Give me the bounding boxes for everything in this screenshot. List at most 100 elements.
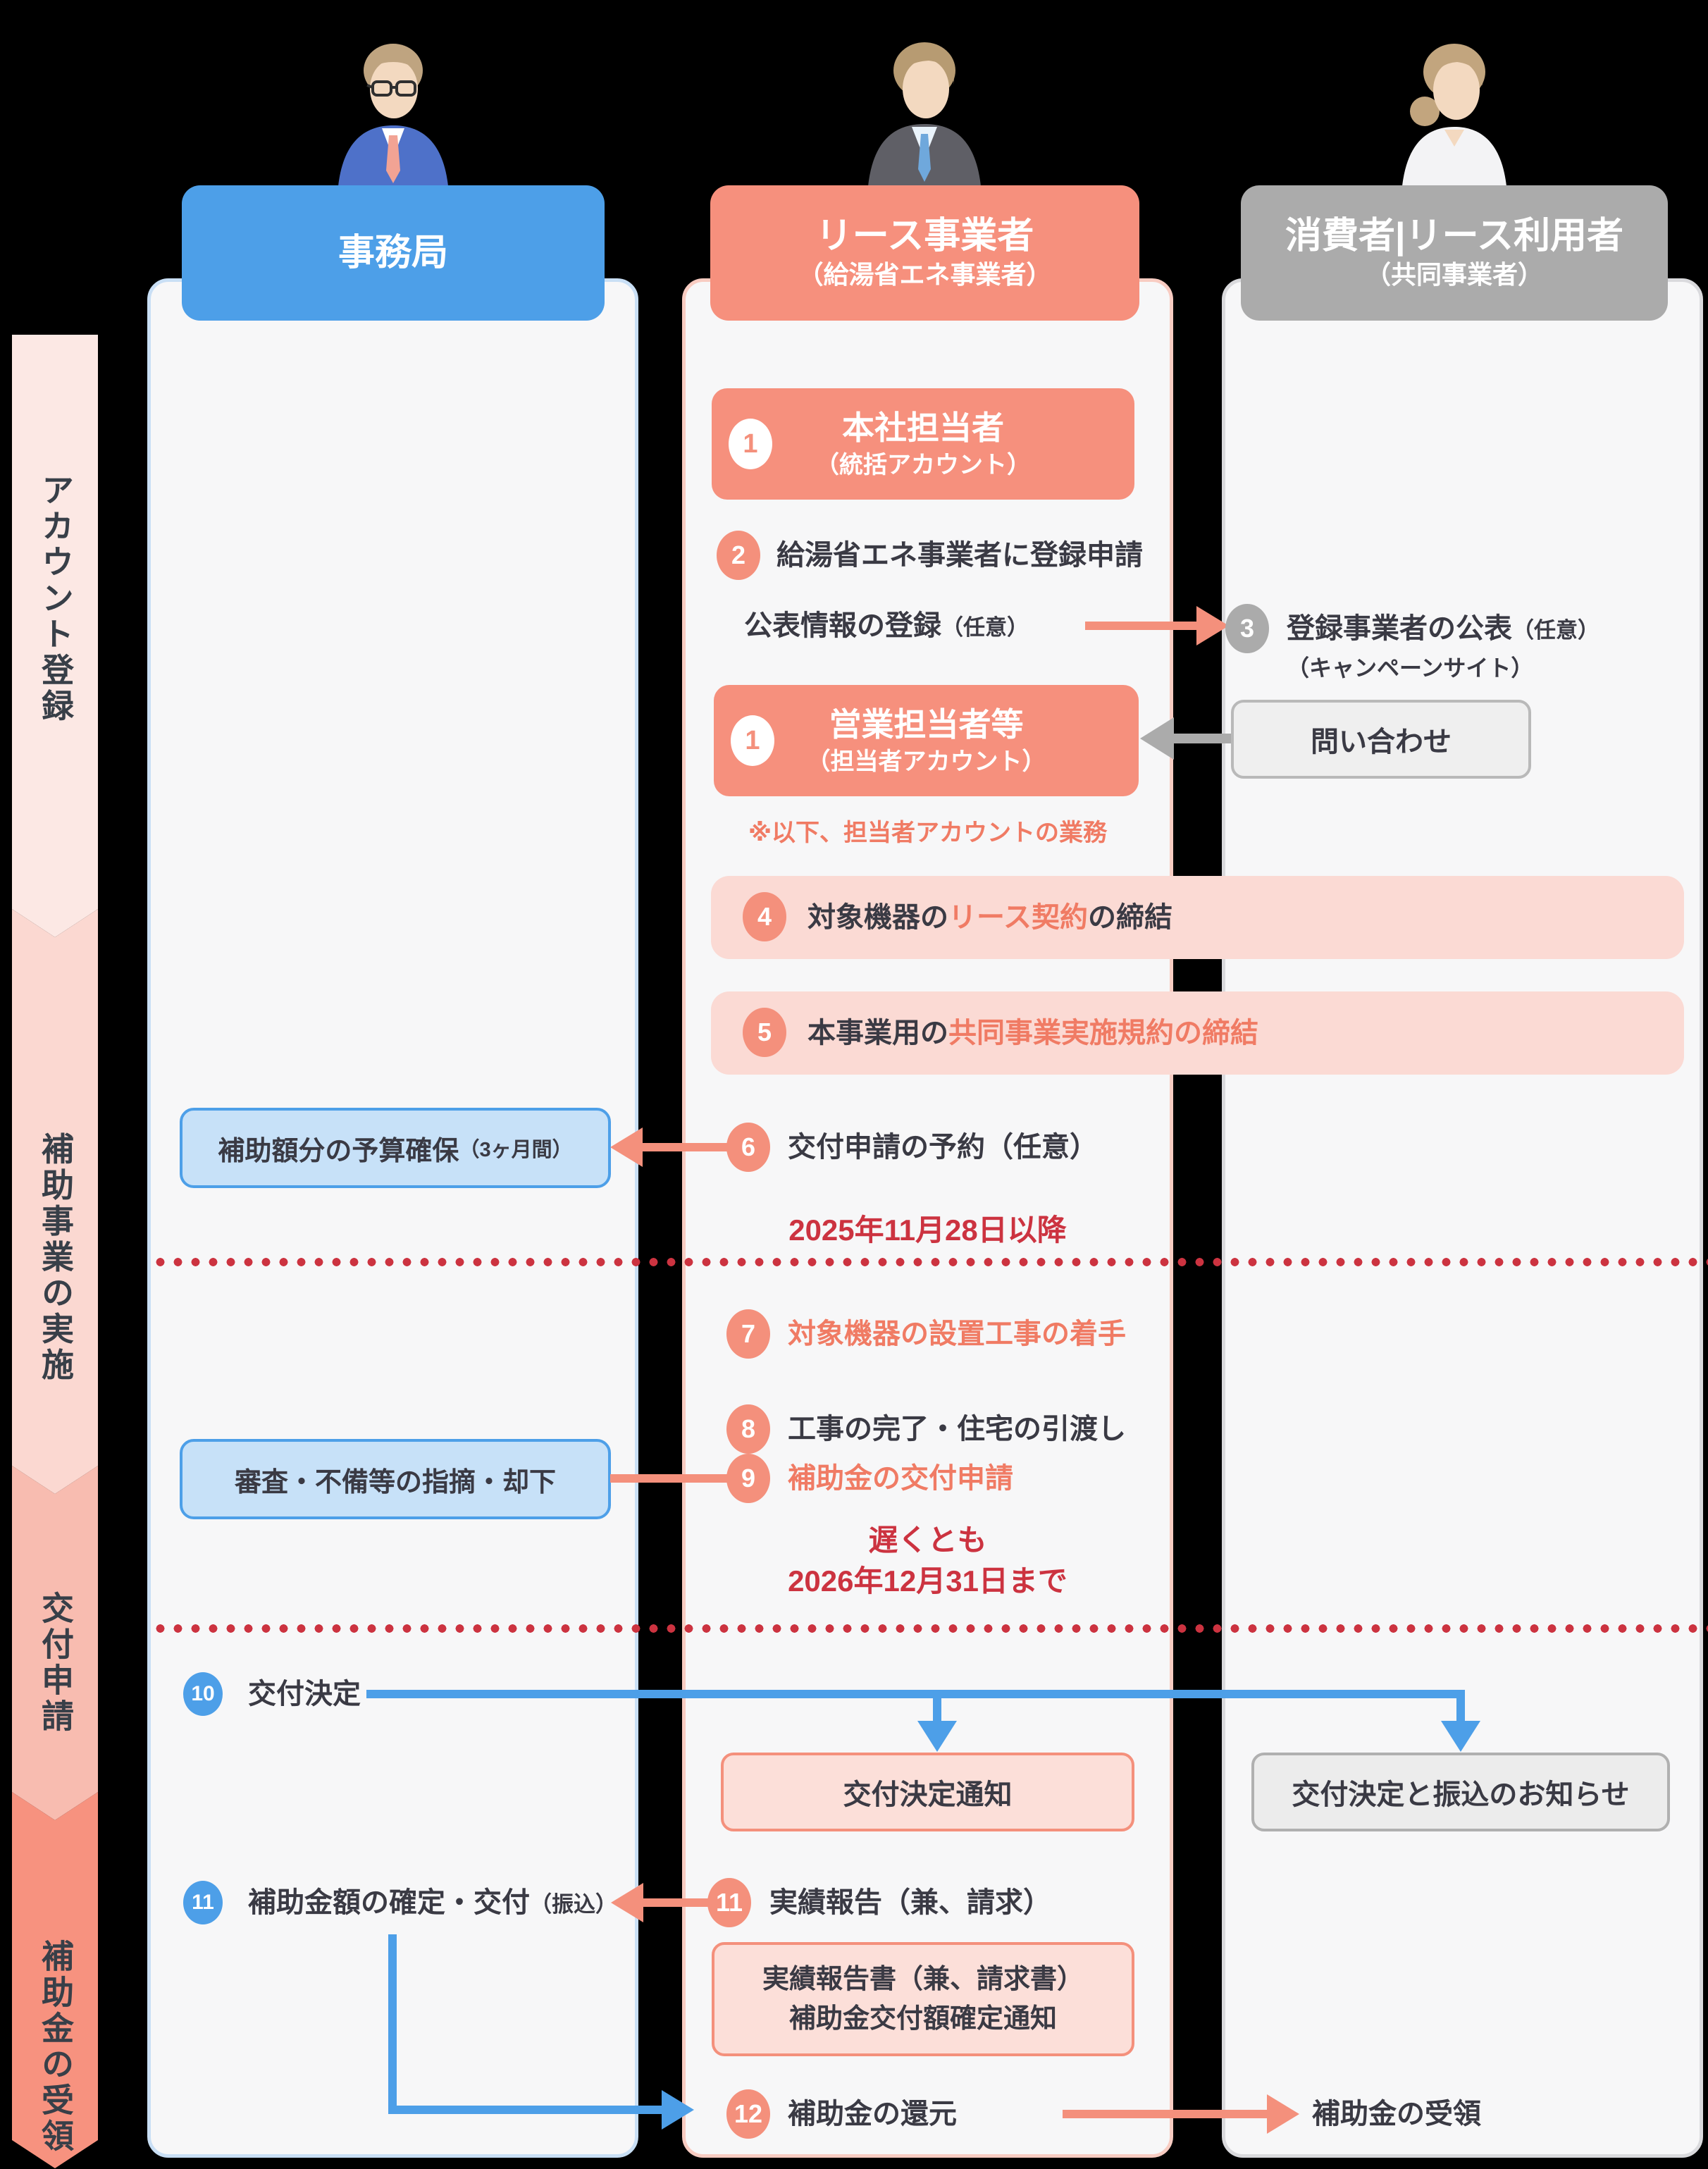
decision-transfer-notice-box: 交付決定と振込のお知らせ	[1251, 1753, 1670, 1831]
consumer-avatar	[1402, 44, 1506, 186]
decision-drop-right	[1456, 1694, 1465, 1725]
phase-label-account: アカウント登録	[37, 473, 74, 725]
receive-arrow-line	[1063, 2110, 1268, 2118]
report-box-line1: 実績報告書（兼、請求書）	[762, 1965, 1084, 1994]
sales-account-box: 1 営業担当者等 （担当者アカウント）	[714, 685, 1139, 796]
refund-line-vertical	[388, 1934, 397, 2114]
lease-operator-avatar	[868, 42, 981, 186]
application-deadline: 遅くとも 2026年12月31日まで	[682, 1520, 1173, 1602]
application-deadline-line2: 2026年12月31日まで	[788, 1564, 1068, 1598]
publish-info-text: 公表情報の登録	[744, 610, 941, 641]
header-lease-operator: リース事業者 （給湯省エネ事業者）	[710, 185, 1139, 321]
header-lease-operator-subtitle: （給湯省エネ事業者）	[798, 260, 1052, 289]
secretariat-avatar	[338, 44, 448, 186]
publish-arrow-head	[1196, 606, 1229, 645]
step-11-mid-label: 実績報告（兼、請求）	[769, 1887, 1051, 1918]
application-deadline-line1: 遅くとも	[868, 1524, 987, 1557]
step-8-badge: 8	[726, 1404, 770, 1454]
step-10-label: 交付決定	[248, 1679, 361, 1710]
account-note: ※以下、担当者アカウントの業務	[748, 820, 1108, 846]
decision-notice-box: 交付決定通知	[721, 1753, 1134, 1831]
head-office-account-title: 本社担当者	[842, 409, 1004, 446]
step-8-label: 工事の完了・住宅の引渡し	[788, 1414, 1126, 1445]
decision-line-horizontal	[366, 1690, 1465, 1698]
step-2-label: 給湯省エネ事業者に登録申請	[776, 540, 1143, 571]
step-11-mid-badge: 11	[707, 1878, 751, 1927]
phase-label-receipt: 補助金の受領	[37, 1939, 74, 2155]
phase-segment-implementation	[12, 909, 98, 1494]
step-6-arrow-line	[643, 1143, 729, 1151]
phase-label-implementation: 補助事業の実施	[37, 1132, 74, 1384]
inquiry-arrow-line	[1171, 734, 1231, 743]
deadline-dotted-line-1	[151, 1257, 1708, 1267]
report-box-line2: 補助金交付額確定通知	[788, 2004, 1057, 2034]
reservation-date: 2025年11月28日以降	[788, 1213, 1067, 1247]
review-box-label: 審査・不備等の指摘・却下	[234, 1467, 556, 1497]
head-office-account-subtitle: （統括アカウント）	[815, 452, 1031, 478]
budget-box-label: 補助額分の予算確保	[218, 1136, 459, 1166]
step-1b-badge: 1	[731, 715, 774, 766]
budget-box-note: （3ヶ月間）	[459, 1139, 573, 1161]
step-4-suffix: の締結	[1088, 902, 1172, 933]
step-5-badge: 5	[743, 1008, 786, 1057]
report-box: 実績報告書（兼、請求書） 補助金交付額確定通知	[712, 1942, 1134, 2056]
step-11-left-label: 補助金額の確定・交付（振込）	[248, 1883, 617, 1924]
head-office-account-box: 1 本社担当者 （統括アカウント）	[712, 388, 1134, 500]
step-3-sub: （キャンペーンサイト）	[1287, 655, 1534, 681]
step-12-label: 補助金の還元	[788, 2099, 957, 2130]
panel-lease-operator	[682, 278, 1173, 2158]
step-7-label: 対象機器の設置工事の着手	[788, 1318, 1126, 1349]
phase-segment-application	[12, 1466, 98, 1820]
step-2-badge: 2	[717, 531, 760, 580]
step-12-badge: 12	[726, 2089, 770, 2139]
step-4-badge: 4	[743, 892, 786, 941]
step-1-badge: 1	[729, 419, 772, 469]
step-6-badge: 6	[726, 1123, 770, 1172]
phase-segment-account	[12, 335, 98, 937]
publish-arrow-line	[1085, 622, 1198, 630]
header-consumer: 消費者|リース利用者 （共同事業者）	[1241, 185, 1668, 321]
step-6-arrow-head	[610, 1127, 643, 1167]
step-4-prefix: 対象機器の	[807, 902, 948, 933]
step-6-label: 交付申請の予約（任意）	[788, 1132, 1098, 1163]
phase-label-application: 交付申請	[37, 1591, 74, 1735]
sales-account-title: 営業担当者等	[829, 706, 1024, 743]
step-5-highlight: 共同事業実施規約の締結	[948, 1018, 1258, 1049]
step-11-left-badge: 11	[183, 1881, 223, 1924]
step-5-label: 本事業用の共同事業実施規約の締結	[807, 1013, 1258, 1053]
receive-arrow-head	[1267, 2094, 1299, 2134]
deadline-dotted-line-2	[151, 1624, 1708, 1633]
step-9-label: 補助金の交付申請	[788, 1463, 1013, 1494]
publish-info-note: （任意）	[941, 615, 1029, 640]
step-5-prefix: 本事業用の	[807, 1018, 948, 1049]
step-3-badge: 3	[1225, 604, 1269, 653]
step-11-left-text: 補助金額の確定・交付	[248, 1887, 530, 1918]
step-4-band	[711, 876, 1684, 959]
inquiry-label: 問い合わせ	[1311, 727, 1452, 758]
step-10-badge: 10	[183, 1672, 223, 1716]
panel-consumer	[1222, 278, 1703, 2158]
budget-box: 補助額分の予算確保（3ヶ月間）	[180, 1108, 611, 1188]
decision-transfer-notice-label: 交付決定と振込のお知らせ	[1292, 1779, 1630, 1810]
phase-segment-receipt	[12, 1792, 98, 2168]
refund-line-horizontal	[388, 2106, 663, 2114]
step-3-note: （任意）	[1512, 618, 1599, 643]
receive-label: 補助金の受領	[1312, 2099, 1481, 2130]
step-9-badge: 9	[726, 1454, 770, 1503]
step-4-highlight: リース契約	[948, 902, 1088, 933]
header-consumer-title: 消費者|リース利用者	[1285, 216, 1623, 257]
refund-arrow-head	[662, 2090, 694, 2130]
step-11-arrow-line	[642, 1898, 711, 1907]
step-9-connector	[610, 1474, 729, 1483]
step-3-label: 登録事業者の公表（任意）	[1287, 609, 1599, 650]
header-secretariat: 事務局	[182, 185, 605, 321]
header-lease-operator-title: リース事業者	[815, 216, 1034, 257]
sales-account-subtitle: （担当者アカウント）	[806, 748, 1046, 775]
step-5-band	[711, 991, 1684, 1075]
header-secretariat-title: 事務局	[338, 233, 448, 273]
publish-info-label: 公表情報の登録（任意）	[744, 606, 1029, 648]
decision-notice-label: 交付決定通知	[843, 1779, 1013, 1810]
inquiry-box: 問い合わせ	[1231, 700, 1531, 779]
inquiry-arrow-head	[1140, 717, 1174, 760]
